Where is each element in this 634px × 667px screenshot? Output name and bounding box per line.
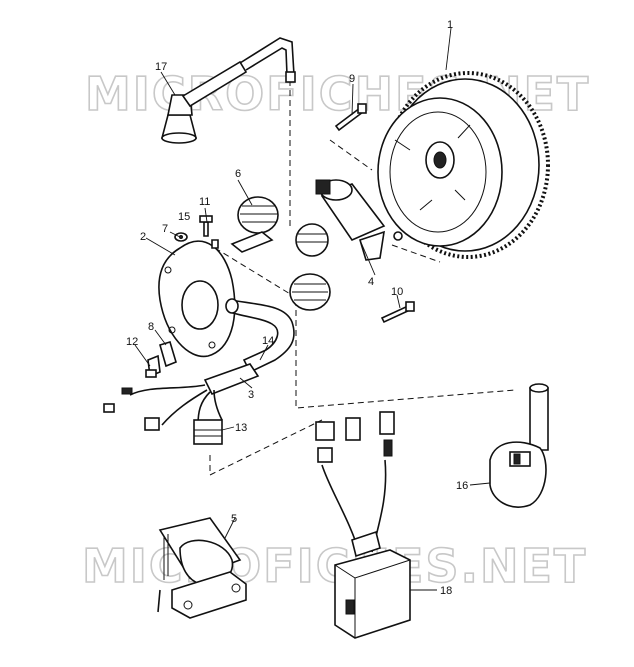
callout-14: 14 xyxy=(262,335,274,347)
bracket-8-part xyxy=(159,341,177,368)
flywheel-part xyxy=(377,71,550,259)
callout-7: 7 xyxy=(162,223,168,235)
callout-10: 10 xyxy=(391,286,403,298)
callout-9: 9 xyxy=(349,73,355,85)
callout-2: 2 xyxy=(140,231,146,243)
assembly-lines xyxy=(209,80,516,476)
callout-13: 13 xyxy=(235,422,247,434)
callout-6: 6 xyxy=(235,168,241,180)
rectifier-part xyxy=(157,517,247,619)
callout-4: 4 xyxy=(368,276,374,288)
cdi-unit-part xyxy=(315,411,411,639)
callout-17: 17 xyxy=(155,61,167,73)
callout-15: 15 xyxy=(178,211,190,223)
callout-1: 1 xyxy=(447,19,453,31)
spark-plug-cap-part xyxy=(160,37,296,144)
watermark-bottom: MICROFICHES.NET xyxy=(82,539,587,593)
leader-lines xyxy=(134,27,491,591)
bolt-10-part xyxy=(380,301,415,324)
callout-8: 8 xyxy=(148,321,154,333)
ignition-coil-part xyxy=(489,383,549,508)
callout-16: 16 xyxy=(456,480,468,492)
stator-base-part xyxy=(158,240,236,358)
stator-coil-part xyxy=(230,196,331,311)
callout-labels: 1 2 3 4 5 6 7 8 9 10 11 12 13 14 15 16 1… xyxy=(126,19,468,597)
callout-11: 11 xyxy=(199,196,210,208)
bolt-12-part xyxy=(145,354,161,378)
callout-3: 3 xyxy=(248,389,254,401)
wire-harness-part xyxy=(103,298,295,431)
callout-5: 5 xyxy=(231,513,237,525)
callout-12: 12 xyxy=(126,336,138,348)
callout-18: 18 xyxy=(440,585,452,597)
connector-part xyxy=(193,419,223,445)
pulser-coil-part xyxy=(315,179,403,261)
